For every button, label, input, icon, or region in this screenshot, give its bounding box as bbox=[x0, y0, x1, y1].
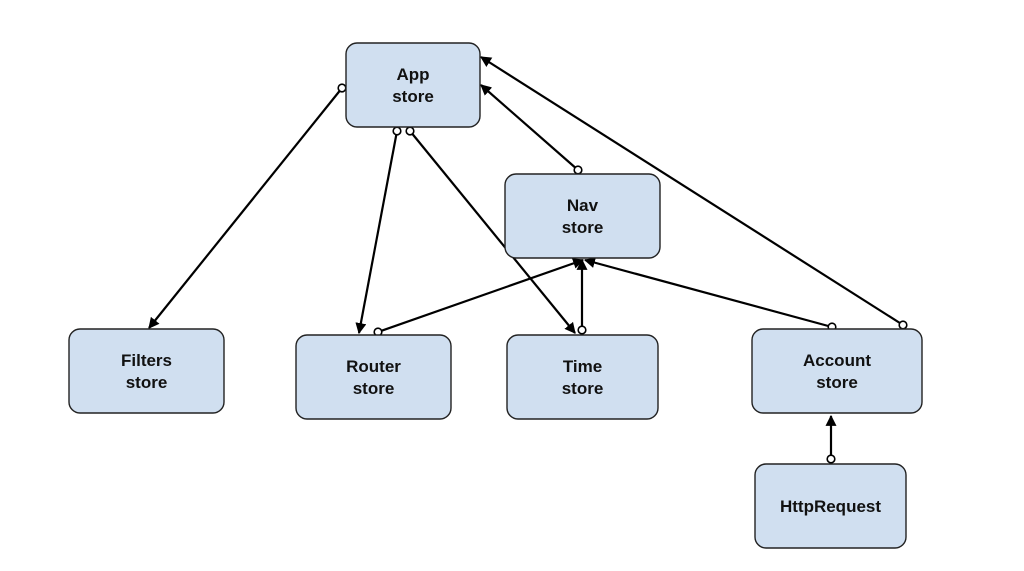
edge-app-to-router bbox=[355, 126, 402, 335]
node-filters-label-1: Filters bbox=[121, 351, 172, 370]
edge-nav-to-app bbox=[480, 84, 583, 175]
node-http-box bbox=[754, 463, 907, 549]
node-account-box bbox=[751, 328, 923, 414]
node-time-box bbox=[506, 334, 659, 420]
node-account-label-1: Account bbox=[803, 351, 871, 370]
node-nav: Nav store bbox=[504, 173, 661, 259]
nodes-layer: AppstoreNavstoreFiltersstoreRouterstoreT… bbox=[68, 42, 923, 549]
edge-router-to-nav-arrow bbox=[377, 258, 585, 334]
node-app: App store bbox=[345, 42, 481, 128]
node-http-label-1: HttpRequest bbox=[780, 497, 881, 516]
node-account: Account store bbox=[751, 328, 923, 414]
node-router-label-2: store bbox=[353, 379, 395, 398]
node-time: Time store bbox=[506, 334, 659, 420]
edge-router-to-nav bbox=[373, 258, 585, 337]
node-app-label-2: store bbox=[392, 87, 434, 106]
node-http: HttpRequest bbox=[754, 463, 907, 549]
node-filters-label-2: store bbox=[126, 373, 168, 392]
node-nav-box bbox=[504, 173, 661, 259]
edge-account-to-nav-arrow bbox=[583, 257, 833, 329]
node-router: Router store bbox=[295, 334, 452, 420]
node-router-label-1: Router bbox=[346, 357, 401, 376]
edge-app-to-router-origin bbox=[392, 126, 402, 136]
edge-app-to-time bbox=[405, 126, 576, 334]
edge-nav-to-app-arrow bbox=[480, 84, 579, 171]
node-router-box bbox=[295, 334, 452, 420]
edge-http-to-account bbox=[825, 414, 837, 464]
edge-app-to-router-arrow bbox=[355, 130, 399, 335]
node-nav-label-2: store bbox=[562, 218, 604, 237]
edge-time-to-nav-origin bbox=[577, 325, 587, 335]
edge-app-to-time-arrow bbox=[409, 130, 576, 334]
node-app-label-1: App bbox=[396, 65, 429, 84]
edge-app-to-time-origin bbox=[405, 126, 415, 136]
edge-app-to-filters-origin bbox=[337, 83, 347, 93]
node-filters: Filters store bbox=[68, 328, 225, 414]
node-time-label-1: Time bbox=[563, 357, 602, 376]
node-time-label-2: store bbox=[562, 379, 604, 398]
node-app-box bbox=[345, 42, 481, 128]
edge-account-to-app-arrow bbox=[480, 56, 904, 326]
edge-nav-to-app-origin bbox=[573, 165, 583, 175]
edges-layer bbox=[148, 56, 908, 464]
node-nav-label-1: Nav bbox=[567, 196, 599, 215]
edge-account-to-app-origin bbox=[898, 320, 908, 330]
edge-time-to-nav bbox=[576, 258, 588, 335]
edge-account-to-nav bbox=[583, 257, 837, 332]
node-account-label-2: store bbox=[816, 373, 858, 392]
node-filters-box bbox=[68, 328, 225, 414]
edge-http-to-account-origin bbox=[826, 454, 836, 464]
edge-app-to-filters-arrow bbox=[148, 87, 343, 329]
edge-app-to-filters bbox=[148, 83, 347, 329]
